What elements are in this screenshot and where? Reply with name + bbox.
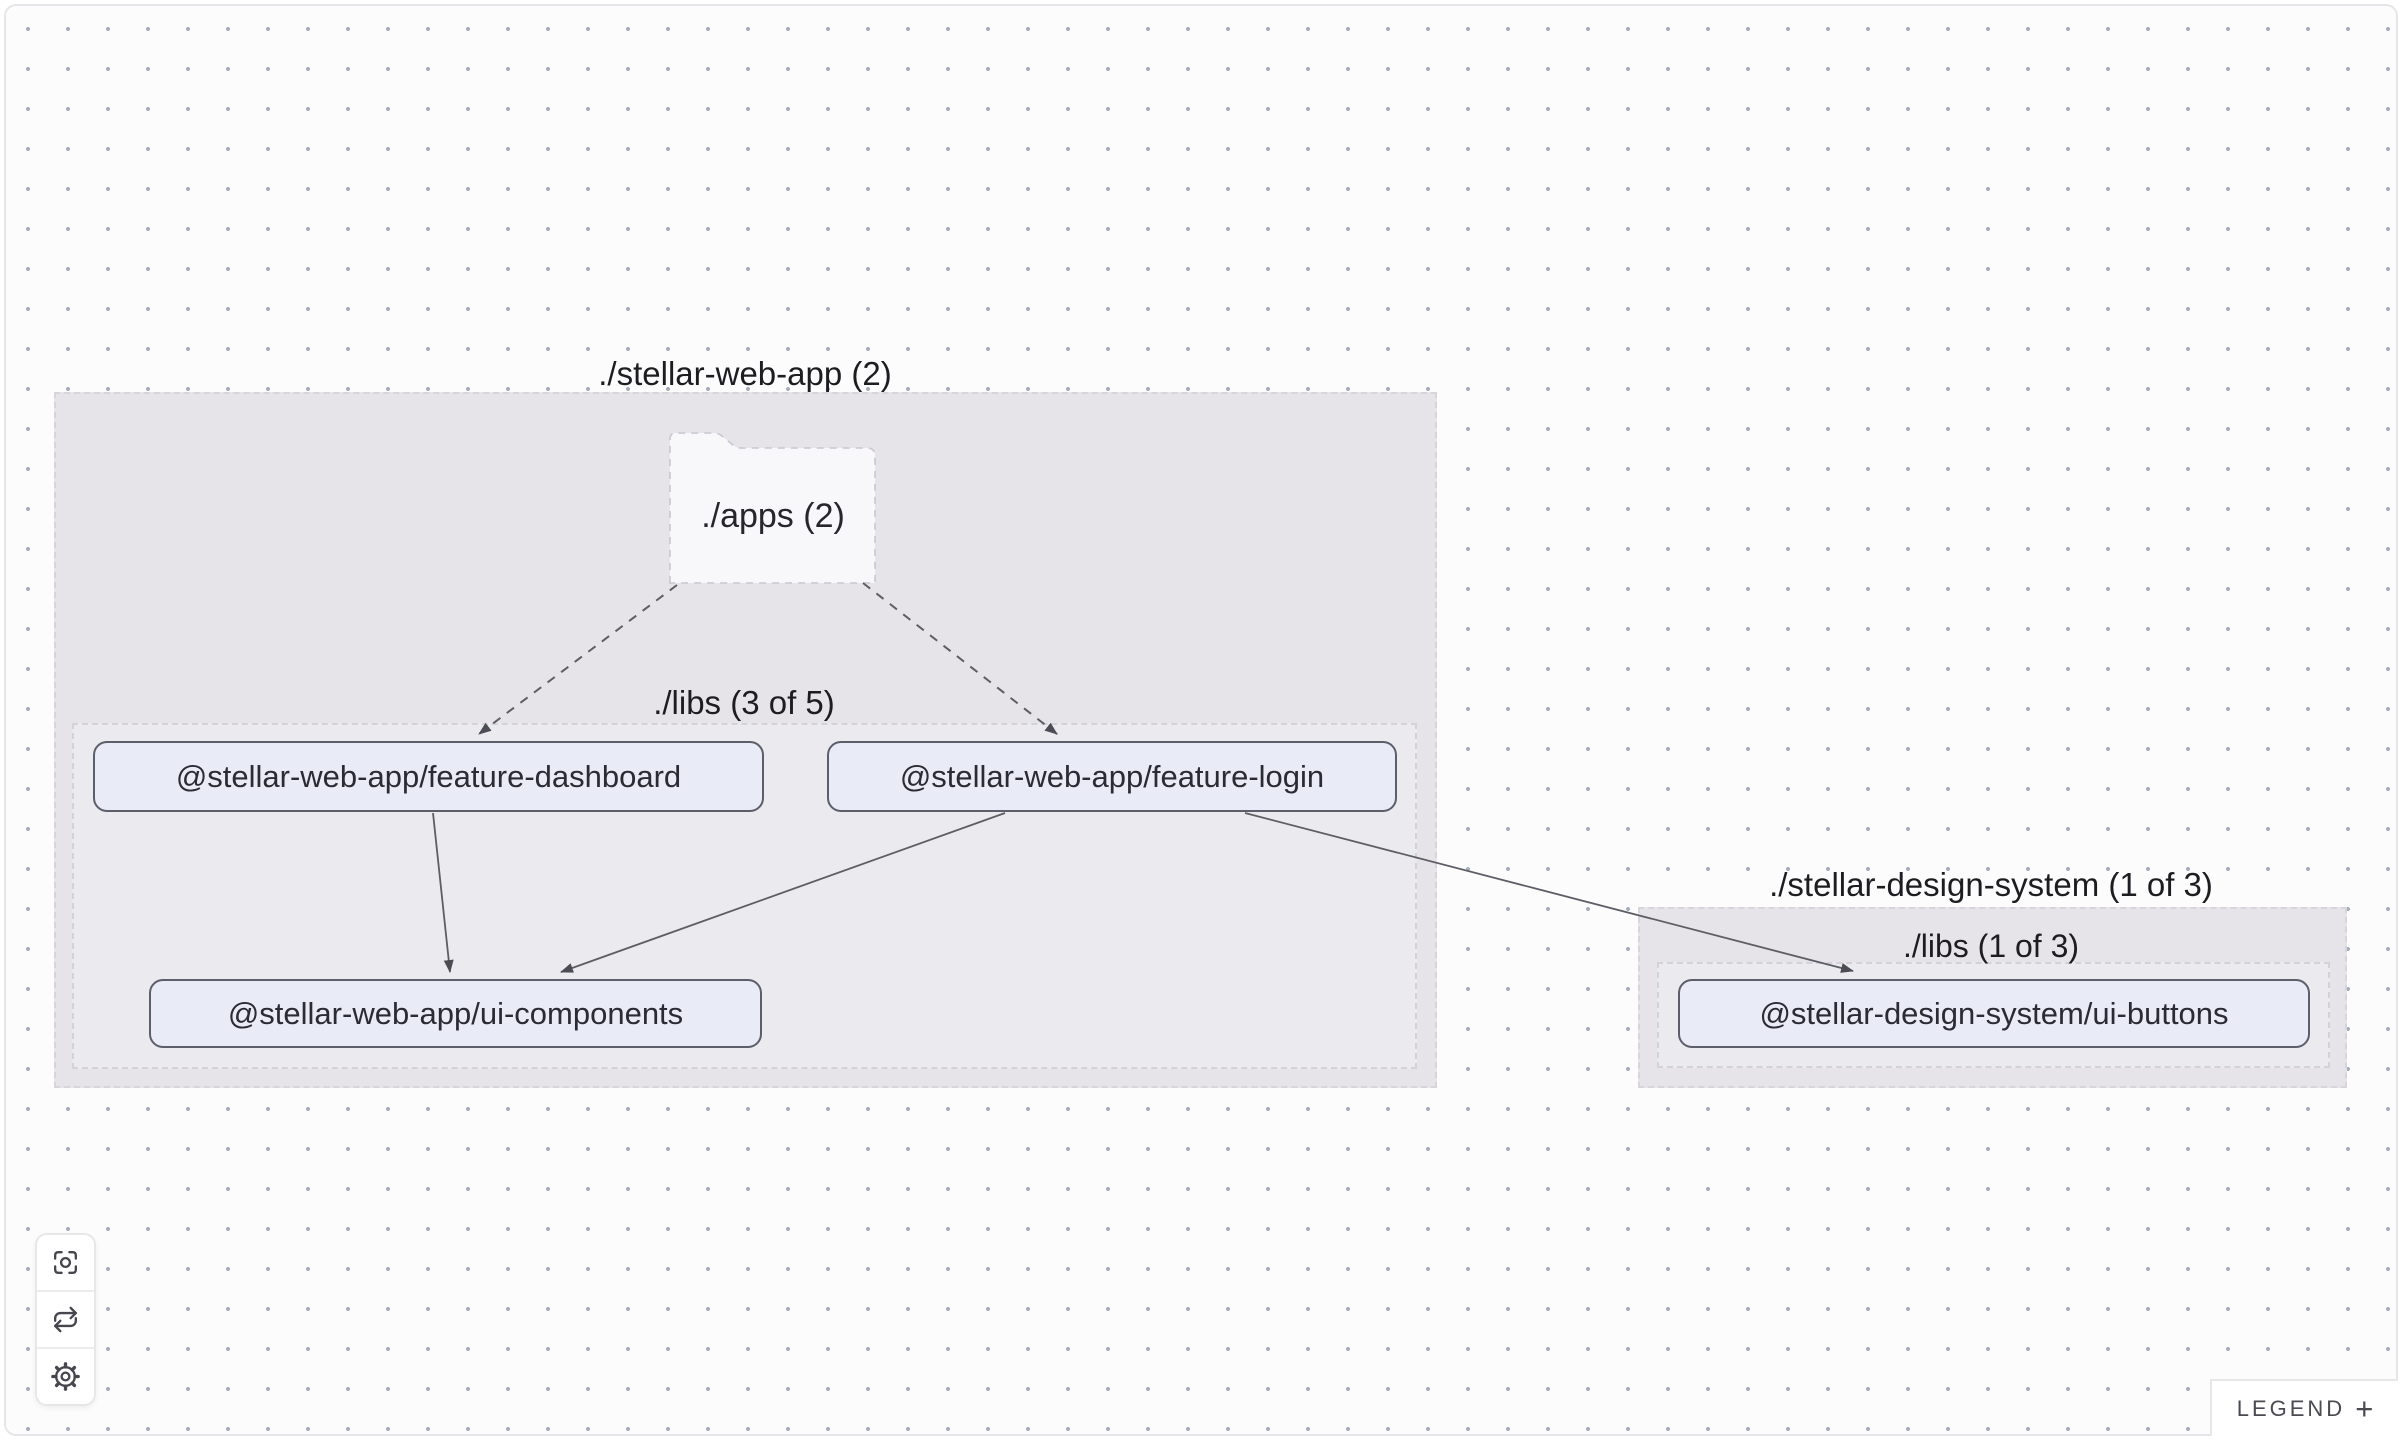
canvas-toolbar bbox=[35, 1233, 96, 1406]
folder-icon[interactable] bbox=[669, 432, 876, 584]
node-label: @stellar-design-system/ui-buttons bbox=[1759, 995, 2229, 1031]
node-label: @stellar-web-app/feature-login bbox=[899, 758, 1325, 794]
refresh-button[interactable] bbox=[37, 1290, 94, 1347]
edge-feature-login-to-ui-buttons[interactable] bbox=[1244, 812, 1854, 973]
group-label-stellar-design-system: ./stellar-design-system (1 of 3) bbox=[1769, 866, 2213, 903]
edge-apps-to-feature-login[interactable] bbox=[862, 582, 1058, 735]
legend-toggle[interactable]: LEGEND + bbox=[2210, 1379, 2398, 1436]
node-label: @stellar-web-app/feature-dashboard bbox=[175, 758, 682, 794]
folder-label-apps[interactable]: ./apps (2) bbox=[701, 497, 845, 535]
node-feature-login[interactable]: @stellar-web-app/feature-login bbox=[827, 741, 1397, 812]
settings-icon bbox=[51, 1362, 80, 1391]
node-label: @stellar-web-app/ui-components bbox=[227, 995, 684, 1031]
group-label-stellar-web-app: ./stellar-web-app (2) bbox=[598, 355, 892, 392]
settings-button[interactable] bbox=[37, 1347, 94, 1404]
group-label-stellar-design-system-libs: ./libs (1 of 3) bbox=[1902, 928, 2080, 964]
plus-icon: + bbox=[2355, 1390, 2374, 1426]
legend-label: LEGEND bbox=[2236, 1395, 2346, 1421]
focus-icon bbox=[54, 1251, 77, 1274]
refresh-icon bbox=[54, 1306, 77, 1333]
node-ui-components[interactable]: @stellar-web-app/ui-components bbox=[149, 979, 762, 1048]
edge-feature-login-to-ui-components[interactable] bbox=[560, 812, 1006, 973]
node-ui-buttons[interactable]: @stellar-design-system/ui-buttons bbox=[1678, 979, 2310, 1048]
group-label-stellar-web-app-libs: ./libs (3 of 5) bbox=[653, 684, 835, 721]
edge-apps-to-feature-dashboard[interactable] bbox=[478, 584, 678, 735]
focus-button[interactable] bbox=[37, 1235, 94, 1290]
node-feature-dashboard[interactable]: @stellar-web-app/feature-dashboard bbox=[93, 741, 764, 812]
edge-feature-dashboard-to-ui-components[interactable] bbox=[432, 812, 454, 973]
